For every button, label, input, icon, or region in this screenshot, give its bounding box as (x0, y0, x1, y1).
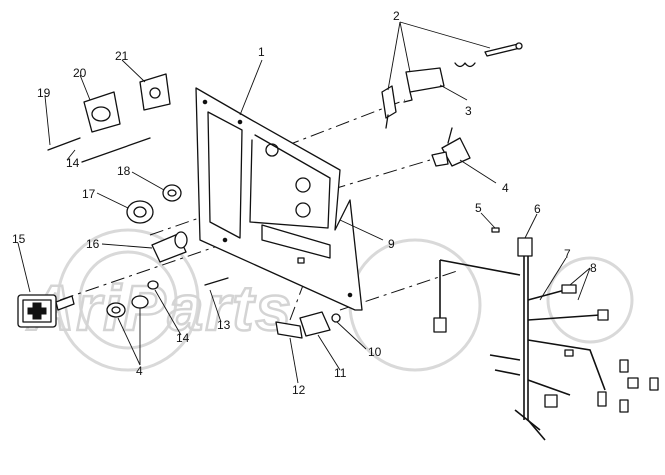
watermark-wheel-left-inner (78, 250, 178, 350)
callout-14-lower: 14 (176, 331, 190, 345)
callout-16: 16 (86, 237, 100, 251)
lower-washers (106, 277, 229, 318)
bracket-assembly (47, 73, 171, 163)
callout-8: 8 (590, 261, 597, 275)
callout-9: 9 (388, 237, 395, 251)
watermark-text: AriParts (26, 272, 293, 344)
callout-14-upper: 14 (66, 156, 80, 170)
callout-18: 18 (117, 164, 131, 178)
callout-2: 2 (393, 9, 400, 23)
callout-1: 1 (258, 45, 265, 59)
callout-4-lower: 4 (136, 364, 143, 378)
callout-6: 6 (534, 202, 541, 216)
callout-21: 21 (115, 49, 129, 63)
callout-10: 10 (368, 345, 382, 359)
callout-20: 20 (73, 66, 87, 80)
watermark-wheel-right (546, 256, 634, 344)
watermark-wheel-left (56, 228, 200, 372)
ignition-switch-group (126, 184, 188, 263)
callout-11: 11 (334, 366, 347, 380)
callout-19: 19 (37, 86, 51, 100)
callout-17: 17 (82, 187, 96, 201)
toggle-switch (431, 127, 471, 167)
callout-15: 15 (12, 232, 26, 246)
cable-assembly (381, 42, 523, 129)
callout-7: 7 (564, 247, 571, 261)
mounting-panel (195, 87, 363, 311)
key (17, 294, 75, 328)
callout-5: 5 (475, 201, 482, 215)
callout-13: 13 (217, 318, 231, 332)
watermark: AriParts (25, 228, 634, 372)
leader-lines (17, 21, 591, 384)
wiring-harness (433, 227, 659, 441)
callout-3: 3 (465, 104, 472, 118)
clamp-parts (275, 311, 341, 339)
callouts: 1 2 3 4 4 5 6 7 8 9 10 11 12 13 14 14 15… (12, 9, 597, 397)
callout-4-upper: 4 (502, 181, 509, 195)
callout-12: 12 (292, 383, 306, 397)
